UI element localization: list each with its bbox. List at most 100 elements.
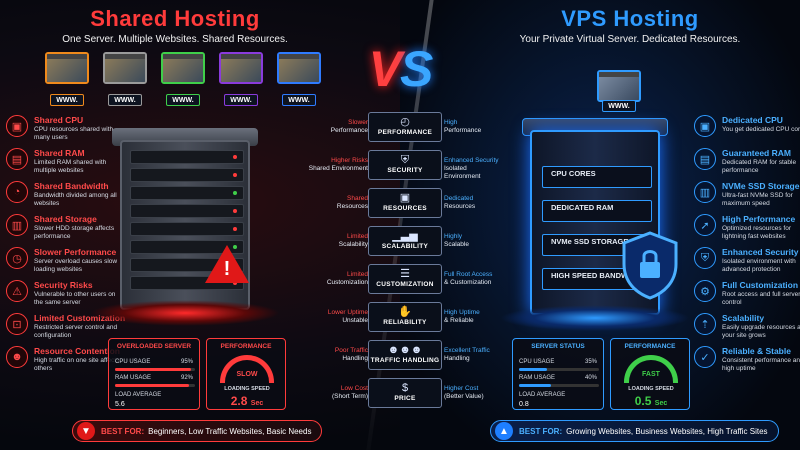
shared-www-badge: WWW. <box>50 94 84 106</box>
shared-value-rest: Handling <box>342 355 368 362</box>
feature-title: Shared CPU <box>34 115 84 125</box>
cpu-usage-value: 35% <box>584 359 597 365</box>
vps-value-rest: (Better Value) <box>444 393 484 400</box>
best-for-label: BEST FOR: <box>519 426 563 436</box>
feature-title: Slower Performance <box>34 247 117 257</box>
ram-icon: ▤ <box>694 148 716 170</box>
chip-icon: ▣ <box>399 192 411 204</box>
load-average-label: LOAD AVERAGE <box>115 392 162 398</box>
feature-desc: Optimized resources for lightning fast w… <box>722 225 791 240</box>
gauge-label: FAST <box>642 371 660 378</box>
server-rack <box>130 150 244 164</box>
panel-title: PERFORMANCE <box>220 343 272 350</box>
shared-value-highlight: Shared <box>347 195 368 202</box>
vps-rack-cpu: CPU CORES <box>542 166 652 188</box>
vps-server-glow-base <box>500 305 690 331</box>
server-rack <box>130 168 244 182</box>
feature-title: Shared RAM <box>34 148 85 158</box>
cpu-icon: ▣ <box>694 115 716 137</box>
server-rack <box>130 222 244 236</box>
vps-value: High Uptime& Reliable <box>444 309 504 325</box>
vs-v-letter: V <box>368 41 402 97</box>
feature-desc: Vulnerable to other users on the same se… <box>34 291 116 306</box>
loading-speed-label: LOADING SPEED <box>224 386 270 392</box>
cpu-usage-value: 95% <box>180 359 193 365</box>
vps-value-highlight: Excellent Traffic <box>444 347 490 354</box>
load-average-value: 5.6 <box>115 401 125 408</box>
server-rack <box>130 204 244 218</box>
handshake-icon: ✋ <box>398 306 412 318</box>
feature-title: NVMe SSD Storage <box>722 181 800 191</box>
shared-value: Low Cost(Short Term) <box>300 385 368 401</box>
category-label: SECURITY <box>387 167 423 174</box>
shared-website-thumbnail <box>45 52 89 84</box>
best-for-value: Beginners, Low Traffic Websites, Basic N… <box>148 426 312 436</box>
feature-desc: Restricted server control and configurat… <box>34 324 118 339</box>
vps-www-badge: WWW. <box>602 100 636 112</box>
category-box: ⛨SECURITY <box>368 150 442 180</box>
gear-icon: ⚙ <box>694 280 716 302</box>
shared-server-tower <box>120 140 250 310</box>
ram-usage-value: 40% <box>584 375 597 381</box>
speed-number: 0.5 <box>634 394 652 408</box>
security-risk-icon: ⚠ <box>6 280 28 302</box>
feature-desc: Bandwidth divided among all websites <box>34 192 117 207</box>
vs-s-letter: S <box>400 41 433 97</box>
shared-value-rest: Scalability <box>338 241 368 248</box>
category-box: ☰CUSTOMIZATION <box>368 264 442 294</box>
loading-speed-value: 0.5 Sec <box>611 394 691 408</box>
sliders-icon: ☰ <box>400 268 410 280</box>
shared-value-highlight: Lower Uptime <box>327 309 368 316</box>
bandwidth-icon: ◔ <box>6 181 28 203</box>
shared-value-highlight: Low Cost <box>340 385 368 392</box>
category-label: PERFORMANCE <box>377 129 433 136</box>
vps-value-highlight: Higher Cost <box>444 385 479 392</box>
vps-value-highlight: Enhanced Security <box>444 157 499 164</box>
vps-hosting-subtitle: Your Private Virtual Server. Dedicated R… <box>519 34 741 45</box>
ram-usage-label: RAM USAGE <box>115 375 152 381</box>
vps-value-rest: Scalable <box>444 241 469 248</box>
cpu-usage-label: CPU USAGE <box>519 359 555 365</box>
ssd-icon: ▥ <box>694 181 716 203</box>
feature-title: Shared Bandwidth <box>34 181 109 191</box>
feature-desc: You get dedicated CPU cores <box>722 126 800 133</box>
shared-hosting-title: Shared Hosting <box>90 6 260 31</box>
thumbs-up-icon: ▲ <box>495 422 513 440</box>
speed-unit: Sec <box>250 400 264 407</box>
feature-desc: Server overload causes slow loading webs… <box>34 258 118 273</box>
category-box: ▣RESOURCES <box>368 188 442 218</box>
lock-icon: ⊡ <box>6 313 28 335</box>
feature-title: Full Customization <box>722 280 799 290</box>
loading-speed-value: 2.8 Sec <box>207 394 287 408</box>
check-icon: ✓ <box>694 346 716 368</box>
shared-best-for-badge: ▼ BEST FOR: Beginners, Low Traffic Websi… <box>72 420 323 442</box>
panel-title: OVERLOADED SERVER <box>116 343 192 350</box>
cpu-usage-bar <box>519 368 599 371</box>
ram-usage-fill <box>519 384 551 387</box>
speed-number: 2.8 <box>230 394 248 408</box>
vps-performance-panel: PERFORMANCE FAST LOADING SPEED 0.5 Sec <box>610 338 690 410</box>
category-box: ▁▃▅SCALABILITY <box>368 226 442 256</box>
shared-value-highlight: Higher Risks <box>331 157 368 164</box>
feature-desc: Ultra-fast NVMe SSD for maximum speed <box>722 192 793 207</box>
shared-value-highlight: Poor Traffic <box>334 347 368 354</box>
category-label: RESOURCES <box>383 205 427 212</box>
cpu-usage-label: CPU USAGE <box>115 359 151 365</box>
vps-value-highlight: Highly <box>444 233 463 240</box>
storage-icon: ▥ <box>6 214 28 236</box>
load-average-value: 0.8 <box>519 401 529 408</box>
feature-title: Resource Contention <box>34 346 120 356</box>
vps-value-highlight: High <box>444 119 458 126</box>
shared-www-badge: WWW. <box>282 94 316 106</box>
